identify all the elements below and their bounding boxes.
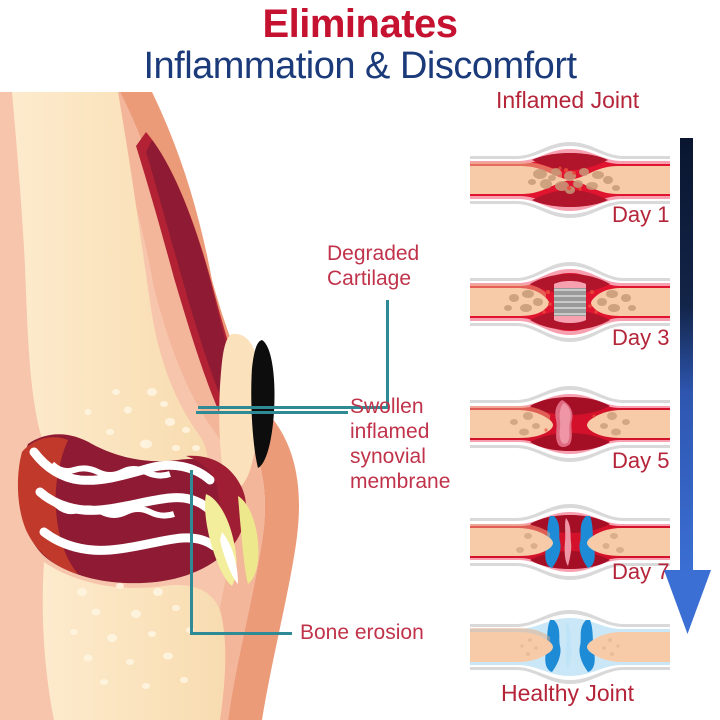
- leader-line-erosion-vertical: [190, 470, 193, 634]
- arrow-shaft: [680, 138, 693, 578]
- synovial-membrane-outer: [17, 437, 78, 574]
- callout-swollen-synovial-membrane: Swollen inflamed synovial membrane: [350, 395, 451, 493]
- leader-line-synovial: [196, 411, 348, 414]
- cartilage-pink-bottom: [554, 316, 586, 323]
- label-inflamed-joint: Inflamed Joint: [496, 87, 640, 113]
- cartilage-pink-top: [554, 281, 586, 288]
- cartilage-stripes: [554, 289, 586, 315]
- erosion-spots: [504, 290, 636, 312]
- bone-right: [587, 528, 670, 556]
- joint-stage-day5: [470, 386, 670, 462]
- label-healthy-joint: Healthy Joint: [501, 680, 634, 706]
- synovial-fluid-right: [579, 620, 595, 672]
- patellar-lesion-dark: [251, 340, 275, 468]
- inflammation-dots: [544, 414, 596, 432]
- cartilage-pink-center: [564, 518, 572, 566]
- leader-line-cartilage-vertical: [386, 300, 389, 408]
- quadriceps-tendon-shadow: [146, 140, 246, 413]
- erosion-spots: [516, 533, 624, 553]
- label-day-3: Day 3: [612, 325, 670, 350]
- label-day-5: Day 5: [612, 448, 670, 473]
- bone-left: [470, 528, 553, 556]
- bone-right: [587, 632, 670, 662]
- page-title-secondary: Inflammation & Discomfort: [143, 45, 577, 87]
- title-block: Eliminates Inflammation & Discomfort: [0, 0, 720, 88]
- bone-texture-dots: [520, 638, 620, 656]
- patellar-ligament-2: [238, 496, 259, 584]
- page-title-primary: Eliminates: [262, 2, 458, 46]
- inflammation-dots: [542, 290, 598, 314]
- erosion-spots: [528, 168, 620, 194]
- cartilage-wave-1: [49, 461, 171, 479]
- progression-arrow-down-icon: [664, 138, 711, 634]
- arrow-head: [664, 570, 711, 634]
- callout-bone-erosion: Bone erosion: [300, 621, 424, 644]
- cartilage-band-lower: [39, 527, 219, 555]
- tibia-trabeculae: [70, 583, 194, 689]
- synovial-fluid-right: [579, 516, 595, 568]
- label-day-7: Day 7: [612, 559, 670, 584]
- joint-stage-day3: [470, 262, 670, 342]
- joint-stage-healthy: [470, 610, 670, 684]
- erosion-spots: [510, 412, 630, 436]
- synovial-fluid-left: [545, 620, 561, 672]
- cartilage-pink-highlight: [559, 403, 571, 444]
- joint-gap-highlight: [220, 532, 238, 584]
- inflammation-dots: [558, 166, 582, 191]
- bone-left: [470, 632, 553, 662]
- joint-stage-day7: [470, 504, 670, 580]
- joint-space-clear: [565, 622, 572, 670]
- joint-stage-day1: [470, 142, 670, 218]
- callout-degraded-cartilage: Degraded Cartilage: [327, 242, 420, 290]
- cartilage-wave-2: [53, 501, 175, 519]
- leader-line-erosion-horizontal: [190, 632, 292, 635]
- label-day-1: Day 1: [612, 202, 670, 227]
- leader-line-cartilage-horizontal: [198, 406, 388, 409]
- knee-cross-section-illustration: [0, 92, 299, 720]
- synovial-membrane-right: [186, 455, 247, 544]
- synovial-fluid-left: [545, 516, 561, 568]
- femur-bone: [12, 92, 208, 488]
- tibia-bone: [42, 562, 226, 720]
